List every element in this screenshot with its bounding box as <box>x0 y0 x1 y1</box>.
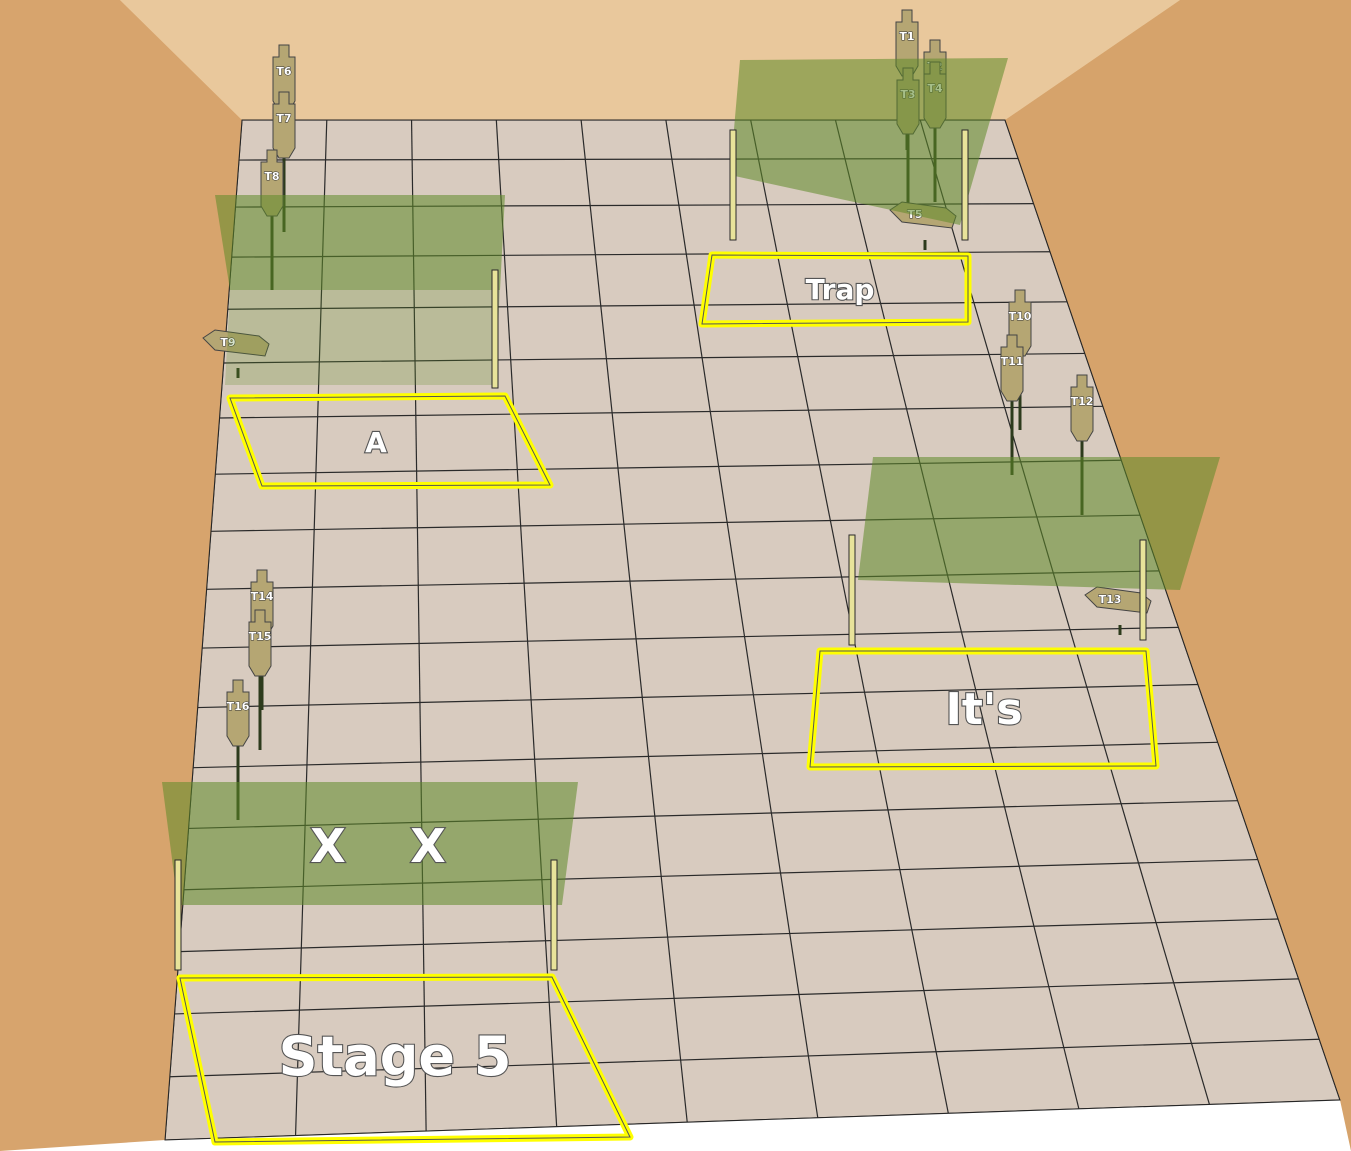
target-label: T13 <box>1099 593 1122 606</box>
target-label: T10 <box>1009 310 1032 323</box>
post <box>1140 540 1146 640</box>
post <box>849 535 855 645</box>
label-a: A <box>365 426 387 459</box>
barricade-a-lower <box>225 290 500 385</box>
target-label: T6 <box>276 65 292 78</box>
stage-label: Stage 5 <box>279 1025 512 1088</box>
target-label: T16 <box>227 700 250 713</box>
no-shoot-x-2: X <box>410 819 445 873</box>
target-label: T14 <box>251 590 274 603</box>
post <box>962 130 968 240</box>
target-label: T8 <box>264 170 279 183</box>
target-label: T1 <box>899 30 914 43</box>
post <box>551 860 557 970</box>
target-label: T15 <box>249 630 272 643</box>
target-label: T11 <box>1001 355 1024 368</box>
label-its: It's <box>945 684 1022 735</box>
label-trap: Trap <box>806 273 875 306</box>
barricade-stage5 <box>162 782 578 905</box>
target-label: T12 <box>1071 395 1094 408</box>
target-label: T7 <box>276 112 291 125</box>
barricade-a <box>215 195 505 290</box>
no-shoot-x-1: X <box>310 819 345 873</box>
post <box>175 860 181 970</box>
barricade-its <box>858 457 1220 590</box>
post <box>492 270 498 388</box>
post <box>730 130 736 240</box>
